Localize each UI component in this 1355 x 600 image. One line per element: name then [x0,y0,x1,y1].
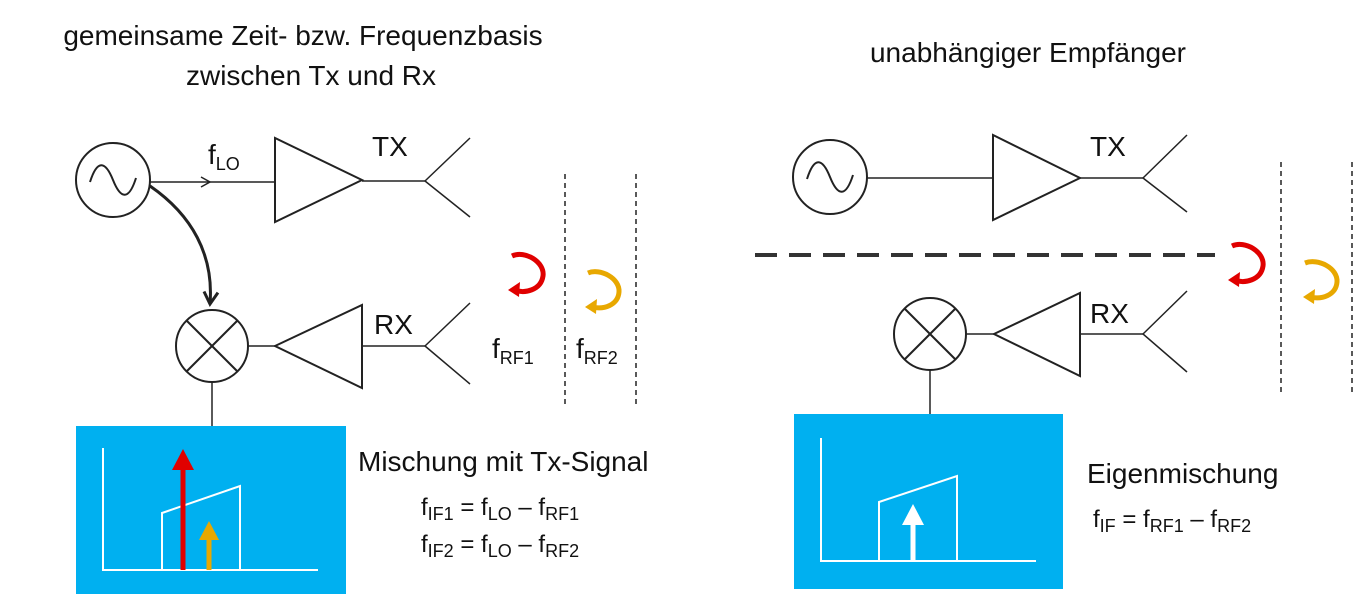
spectrum-axes [102,448,318,571]
rf1-label: fRF1 [492,333,534,368]
left-spectrum-box [76,426,346,594]
left-equation-2: fIF2 = fLO – fRF2 [421,531,579,561]
right-rx-amplifier [991,291,1081,378]
reflection-red-icon [508,252,546,297]
right-rx-label: RX [1090,298,1129,329]
sine-wave-icon [89,164,137,196]
right-tx-label: TX [1090,131,1126,162]
left-title-line2: zwischen Tx und Rx [186,60,436,91]
left-rx-amplifier [272,303,363,390]
right-mixer [893,297,967,371]
reflection-orange-icon [1303,259,1340,304]
right-spectrum-box [794,414,1063,589]
lo-label: fLO [208,139,240,174]
left-mixer [175,309,249,383]
right-rx-antenna [1142,290,1188,373]
lo-to-mixer-arrow [149,184,220,307]
left-equation-1: fIF1 = fLO – fRF1 [421,494,579,524]
rf2-label: fRF2 [576,333,618,368]
right-tx-amplifier [992,133,1083,222]
left-tx-antenna [424,137,471,218]
sine-wave-icon [806,161,854,193]
spectrum-band [161,484,241,570]
left-tx-amplifier [274,136,365,224]
reflection-red-icon [1228,242,1266,287]
right-mixing-label: Eigenmischung [1087,458,1278,489]
right-title: unabhängiger Empfänger [870,37,1186,68]
left-mixing-label: Mischung mit Tx-Signal [358,446,648,477]
left-title-line1: gemeinsame Zeit- bzw. Frequenzbasis [63,20,542,51]
left-rx-label: RX [374,309,413,340]
left-oscillator [75,142,151,218]
left-tx-label: TX [372,131,408,162]
right-equation: fIF = fRF1 – fRF2 [1093,506,1251,536]
spectrum-band [878,474,958,561]
right-tx-antenna [1142,134,1188,213]
left-rx-antenna [424,302,471,385]
spectrum-axes [820,438,1036,562]
reflection-orange-icon [585,269,622,314]
right-oscillator [792,139,868,215]
